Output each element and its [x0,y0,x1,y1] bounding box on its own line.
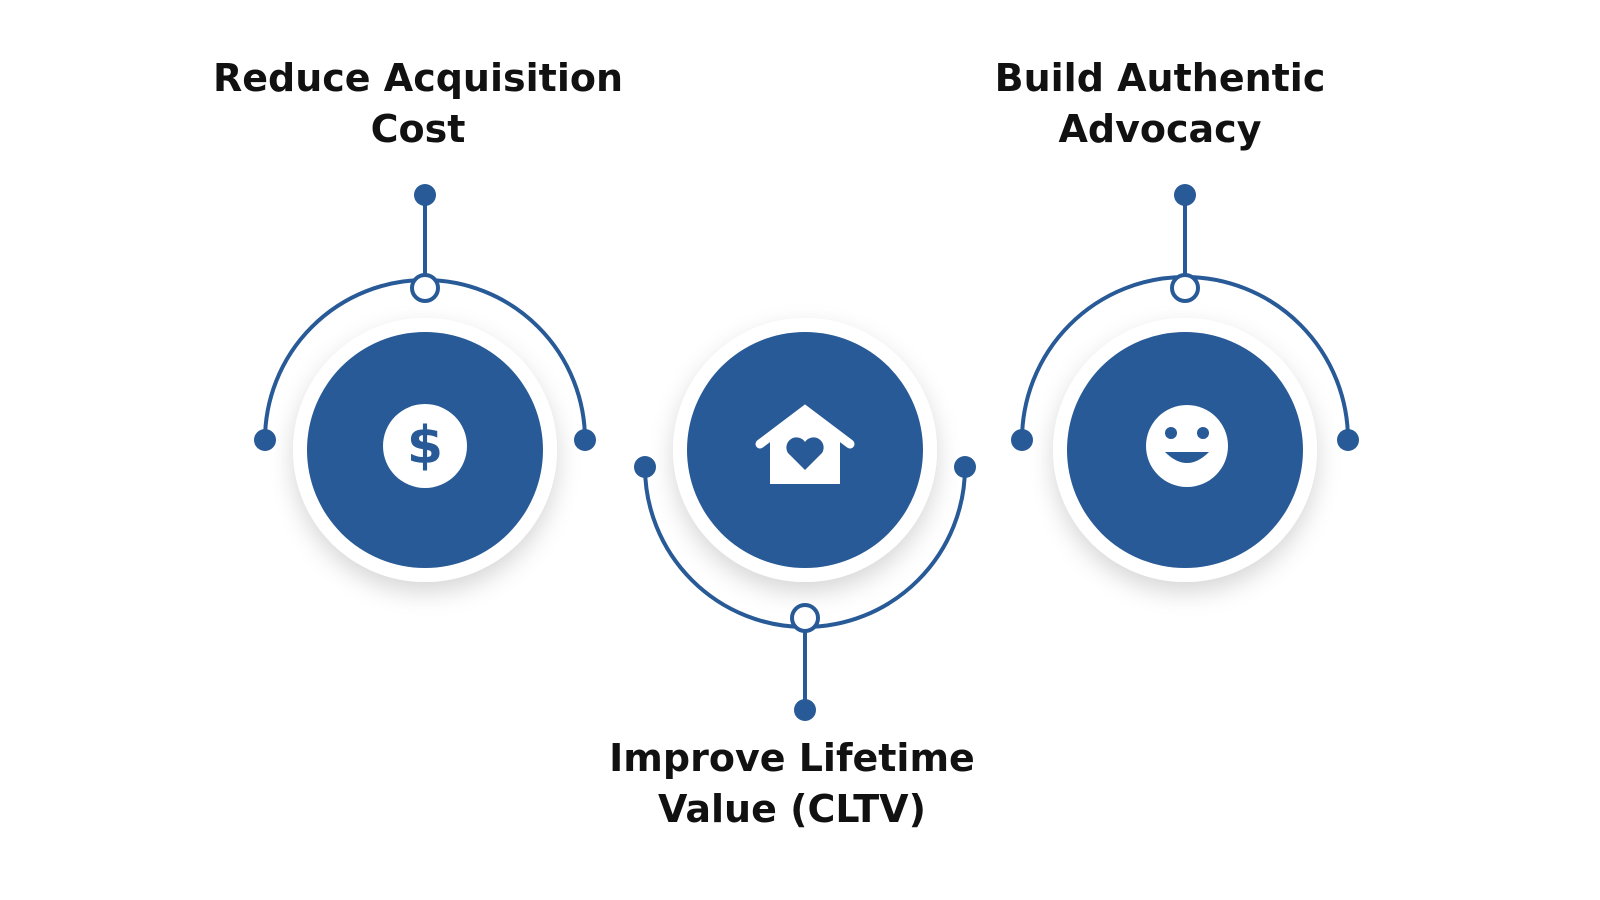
dollar-glyph: $ [407,416,443,476]
label-3-line-2: Advocacy [1058,107,1262,151]
node-improve-lifetime-value [634,318,976,721]
label-reduce-acquisition-cost: Reduce Acquisition Cost [198,53,638,155]
dollar-coin-icon: $ [383,404,467,488]
node-2-connector-dot [794,699,816,721]
label-3-line-1: Build Authentic [994,56,1326,100]
node-1-arc-end-right [574,429,596,451]
node-2-arc-end-left [634,456,656,478]
node-1-arc-end-left [254,429,276,451]
label-2-line-1: Improve Lifetime [609,736,975,780]
label-1-line-2: Cost [370,107,466,151]
node-1-connector-dot [414,184,436,206]
node-2-arc-end-right [954,456,976,478]
label-improve-lifetime-value: Improve Lifetime Value (CLTV) [572,733,1012,835]
label-build-authentic-advocacy: Build Authentic Advocacy [940,53,1380,155]
node-3-arc-end-left [1011,429,1033,451]
house-heart-icon [755,404,855,484]
node-3-arc-end-right [1337,429,1359,451]
node-3-connector-dot [1174,184,1196,206]
node-reduce-acquisition-cost: $ [254,184,596,582]
node-build-authentic-advocacy [1011,184,1359,582]
label-1-line-1: Reduce Acquisition [212,56,624,100]
smiley-face-icon [1146,405,1228,487]
label-2-line-2: Value (CLTV) [658,787,926,831]
node-1-connector-ring [410,273,440,303]
node-3-connector-ring [1170,273,1200,303]
node-2-connector-ring [790,603,820,633]
